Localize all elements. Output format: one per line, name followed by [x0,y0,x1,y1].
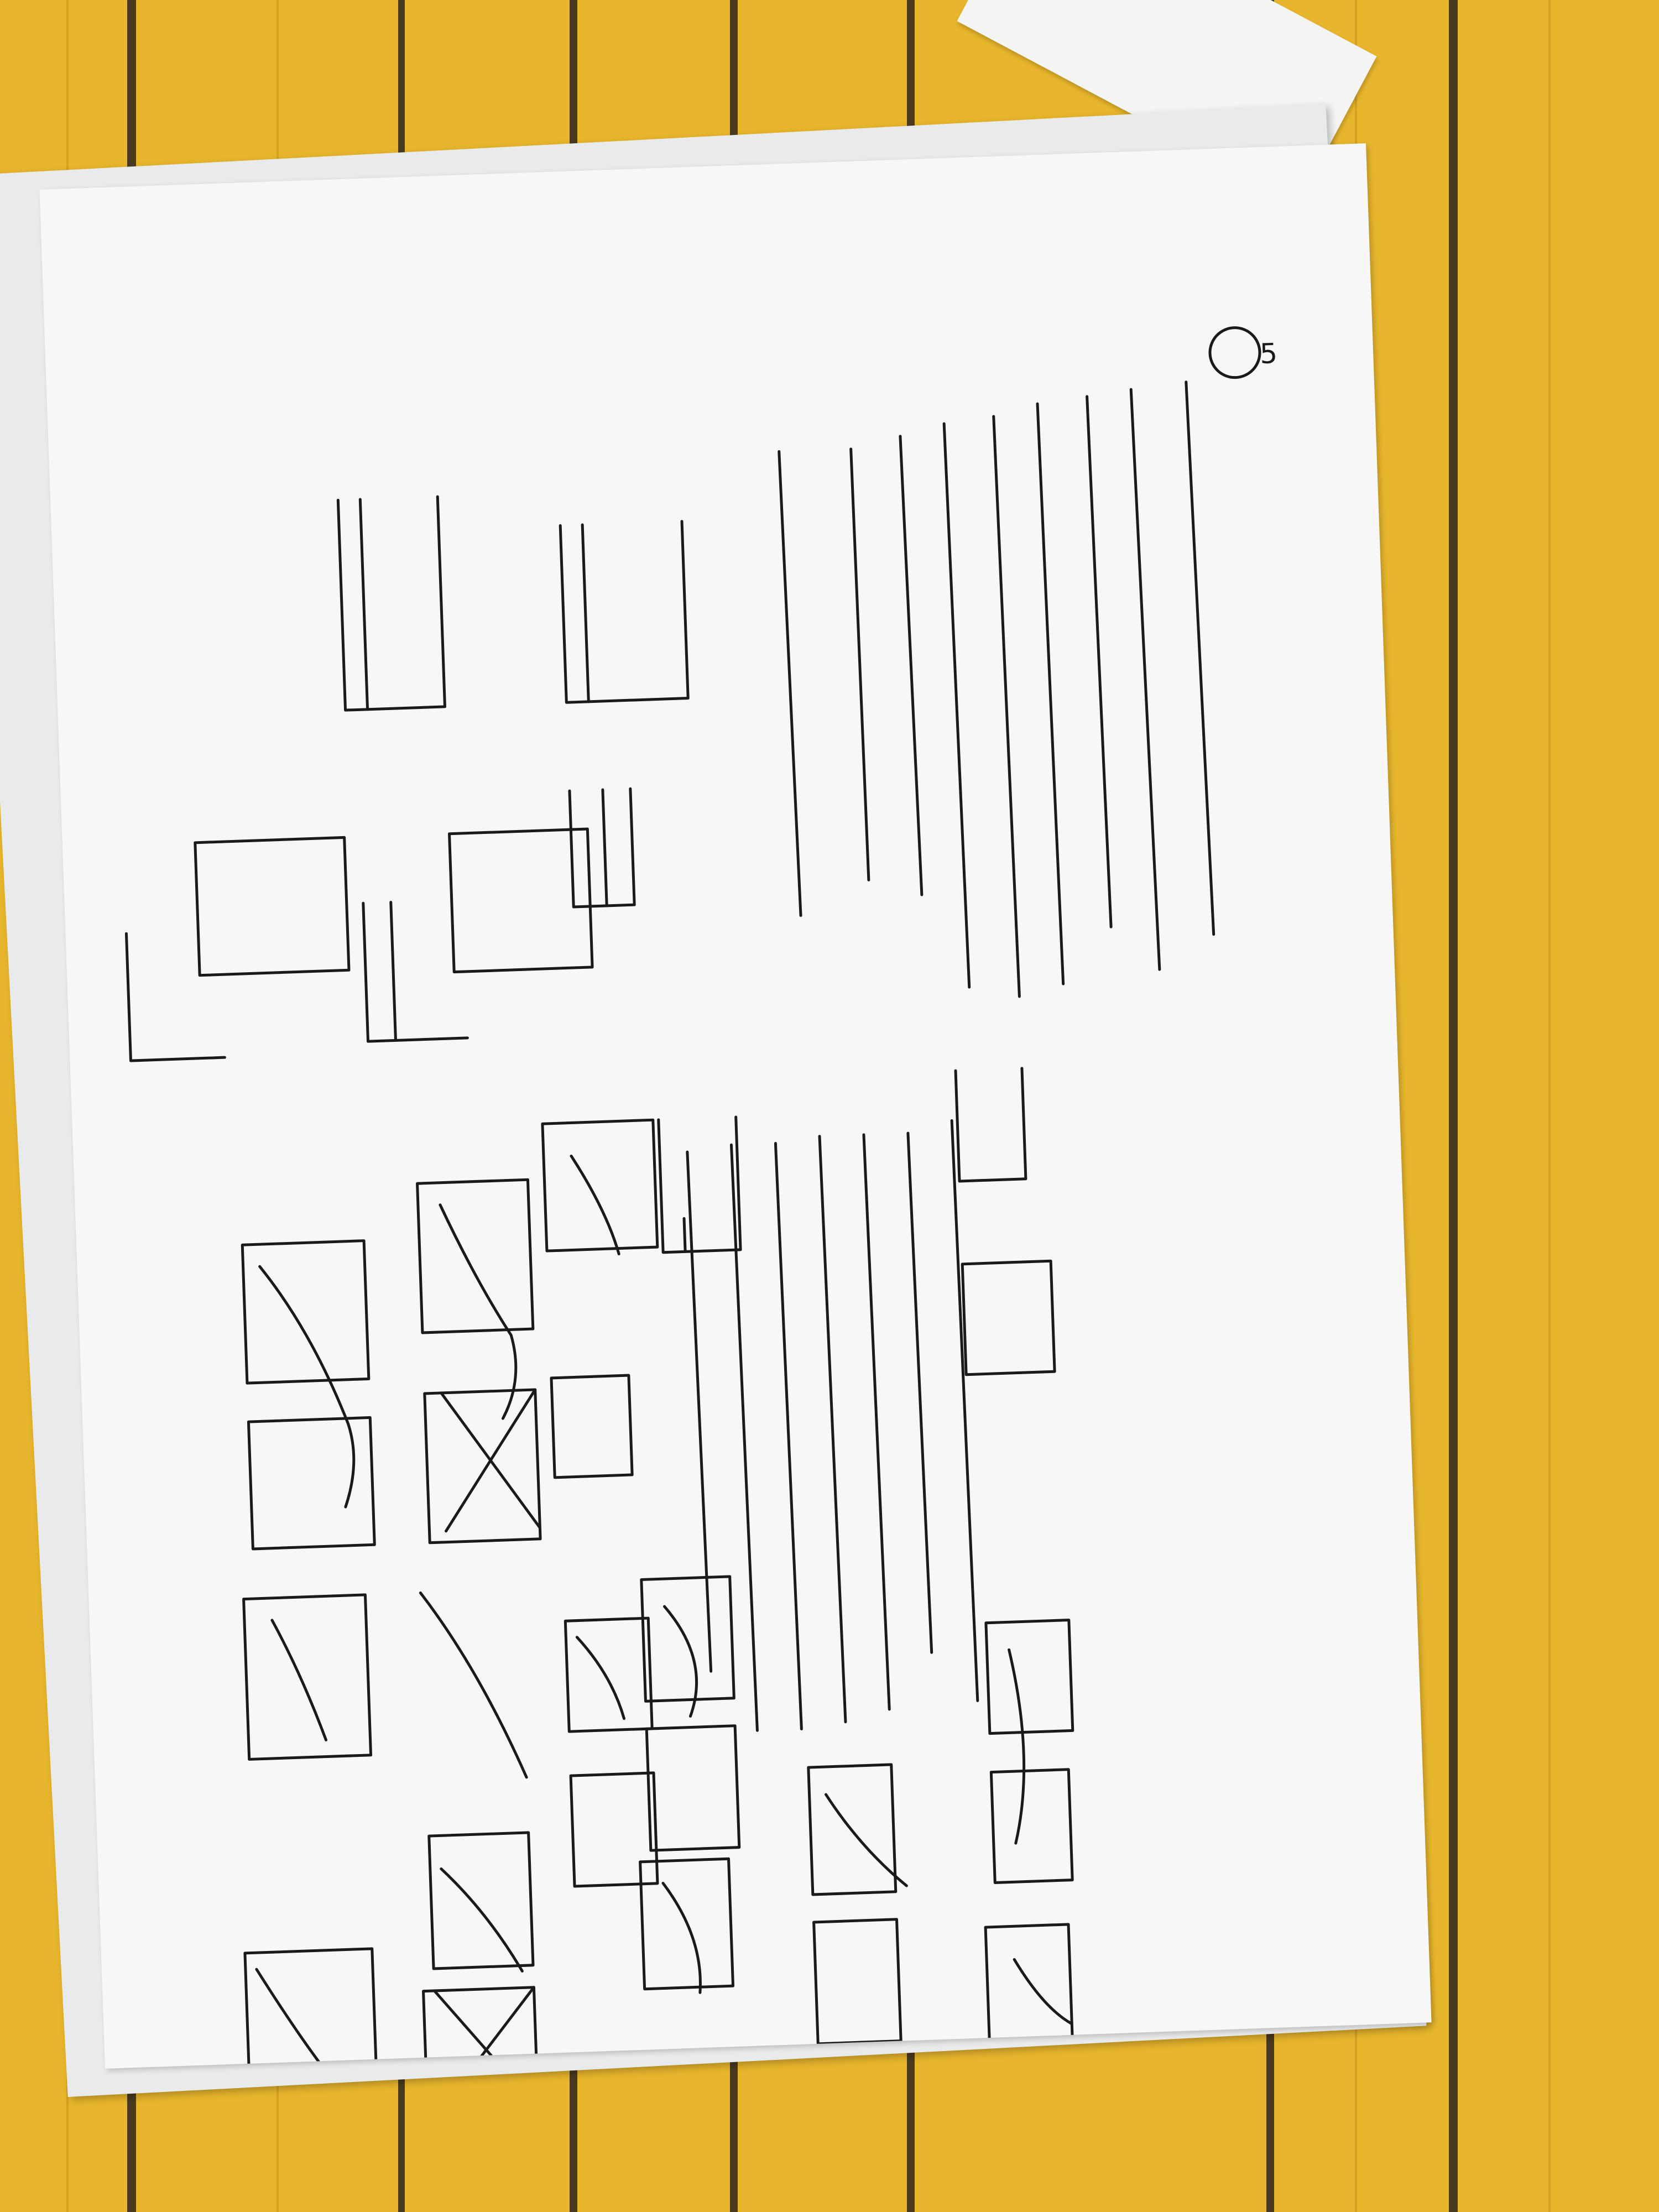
hand-drawn-sketches [124,326,1261,2069]
handwritten-text-block-left [778,380,1215,998]
handwritten-notes-sheet: 5 [39,143,1432,2069]
page-number: 5 [1259,337,1278,371]
sketch-container-series-2 [416,1067,1056,1545]
plank-gap [1449,0,1458,2212]
page-number-circle [1208,326,1261,379]
handwritten-text-block-middle [686,1119,979,1732]
sketch-container-series-4 [241,1239,379,2069]
sketch-container-series-1 [124,495,690,1062]
sketch-container-series-3 [419,1575,1074,2069]
wood-grain [1548,0,1551,2212]
